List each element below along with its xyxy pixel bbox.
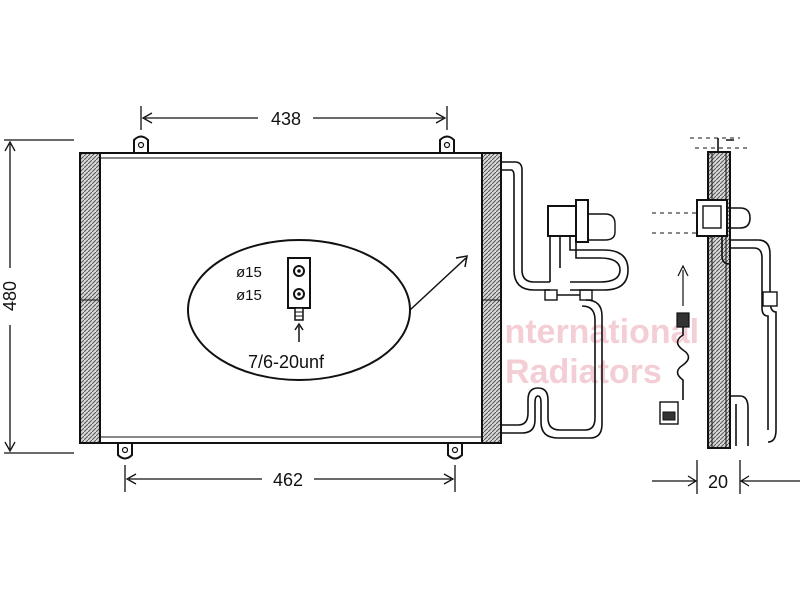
thread-label: 7/6-20unf: [248, 352, 325, 372]
dimension-depth-label: 20: [708, 472, 728, 492]
mount-tab-bottom-left: [117, 443, 133, 460]
port-detail-callout: ø15 ø15 7/6-20unf: [187, 239, 468, 381]
port2-label: ø15: [236, 287, 262, 304]
side-core: [707, 151, 731, 449]
dimension-height: [4, 139, 74, 454]
dimension-bottom: [124, 465, 456, 492]
dimension-top-label: 438: [271, 109, 301, 129]
watermark-line1: International: [495, 313, 699, 351]
callout-leader: [409, 257, 467, 311]
left-header-tank: [79, 152, 101, 444]
dimension-bottom-label: 462: [273, 470, 303, 490]
dimension-top: [140, 106, 448, 130]
refrigerant-pipes: [501, 161, 629, 439]
mount-tab-bottom-right: [447, 443, 463, 460]
dimension-depth: [652, 460, 800, 494]
condenser-front-view: [79, 135, 502, 460]
schrader-valve: [294, 307, 304, 321]
mount-tab-top-right: [439, 135, 455, 153]
watermark: International Radiators: [495, 313, 699, 391]
port1-label: ø15: [236, 264, 262, 281]
pressure-sensor: [676, 312, 690, 328]
watermark-line2: Radiators: [505, 353, 662, 391]
valve-block: [547, 205, 577, 237]
dimension-height-label: 480: [0, 281, 20, 311]
right-header-tank: [481, 152, 502, 444]
condenser-side-view: [652, 137, 778, 449]
mount-tab-top-left: [133, 135, 149, 153]
